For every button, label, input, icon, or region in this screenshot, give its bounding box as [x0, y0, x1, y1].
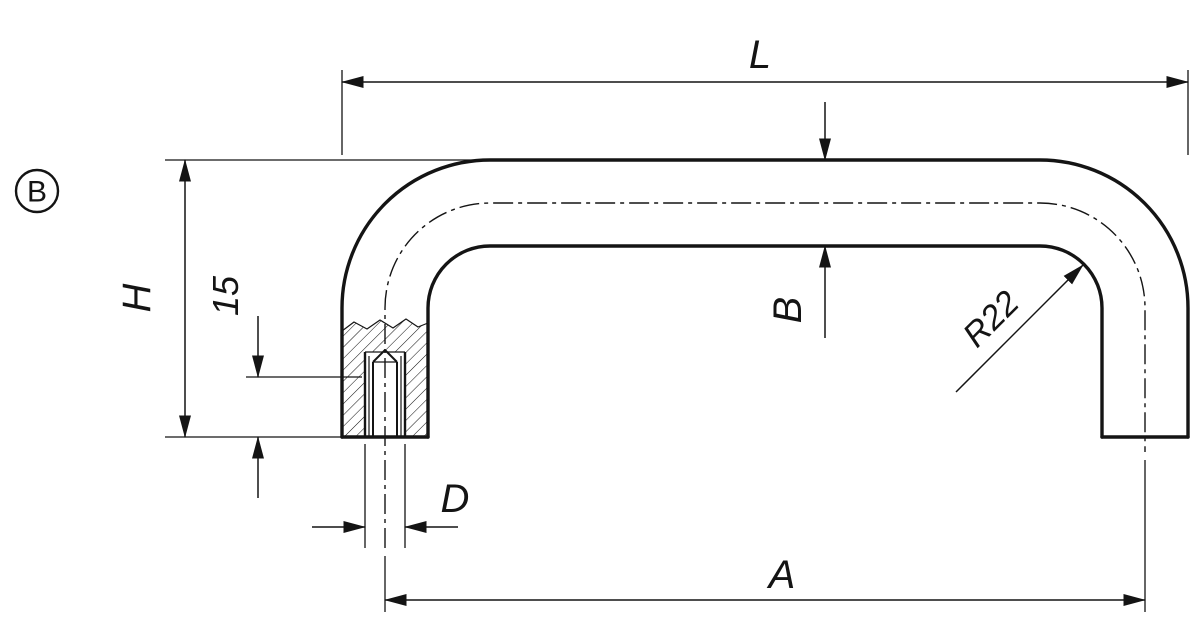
tapped-hole-and-screw — [363, 349, 407, 437]
view-label-badge: B — [14, 168, 60, 214]
dim-label-A: A — [767, 553, 796, 597]
outer-contour — [340, 158, 1190, 439]
dim-label-R22: R22 — [956, 284, 1027, 355]
centerlines — [384, 202, 1146, 548]
section-hatch — [341, 318, 429, 437]
dim-label-H: H — [115, 283, 159, 312]
hatch-area — [342, 319, 428, 437]
dim-label-B: B — [766, 297, 810, 324]
dimension-thread-depth: 15 — [205, 275, 362, 498]
handle-outline — [340, 158, 1190, 439]
inner-contour — [426, 244, 1104, 439]
screw-tip — [372, 349, 398, 363]
dimension-B: B — [766, 102, 831, 338]
dim-label-D: D — [441, 477, 470, 521]
dimension-A: A — [384, 460, 1146, 612]
view-label-circle — [14, 168, 60, 214]
dim-label-15: 15 — [205, 275, 246, 316]
dimension-D: D — [312, 444, 469, 548]
radius-leader-line — [955, 264, 1084, 393]
view-label-letter: B — [27, 176, 47, 209]
handle-centerline — [384, 202, 1146, 548]
dimension-L: L — [341, 33, 1189, 155]
dimension-H: H — [115, 159, 487, 438]
dimension-R22: R22 — [955, 264, 1084, 393]
dim-label-L: L — [749, 33, 771, 77]
break-line — [341, 318, 429, 332]
